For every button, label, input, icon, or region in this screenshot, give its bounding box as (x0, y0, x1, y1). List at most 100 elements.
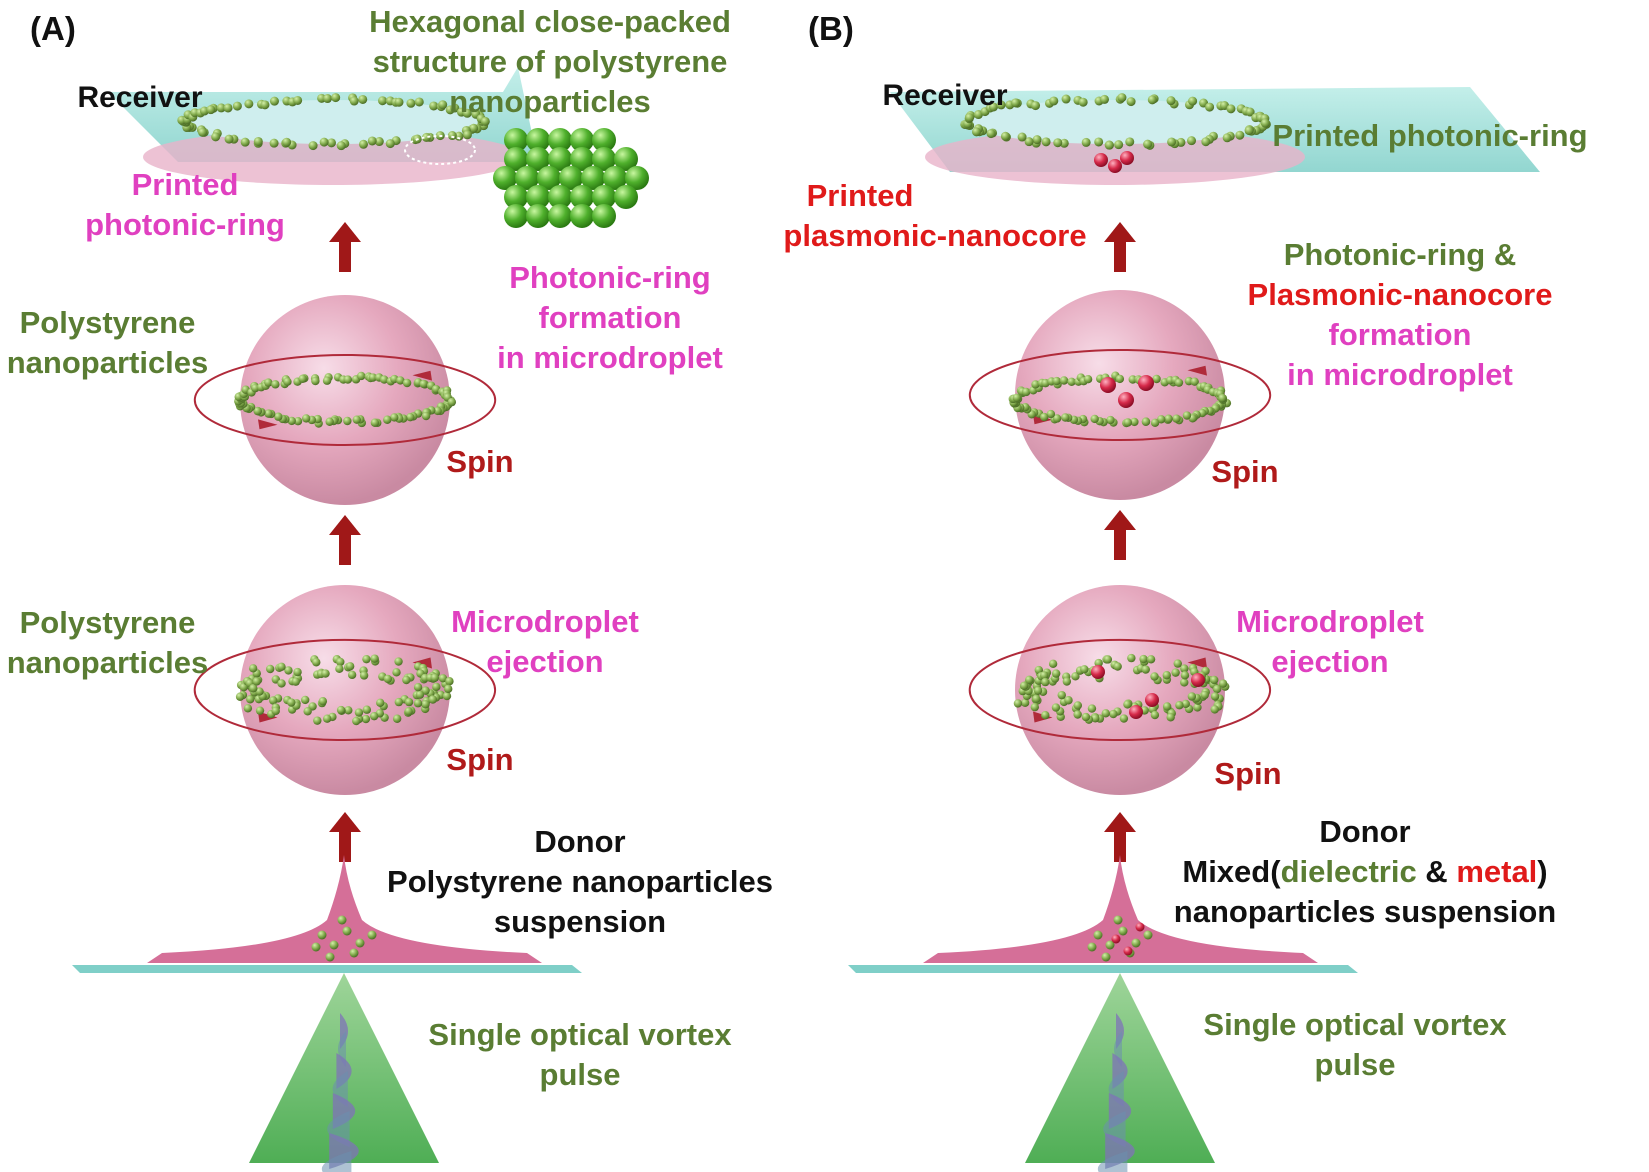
nanoparticle (988, 102, 998, 112)
nanoparticle (1049, 96, 1059, 106)
nanoparticle (1093, 930, 1103, 940)
donor-glass (848, 965, 1358, 973)
nanoparticle (1150, 672, 1159, 681)
flow-arrow-head (329, 515, 361, 535)
form-line-3: formation (1328, 317, 1472, 352)
nanoparticle (361, 714, 371, 724)
panel-b-spin-upper: Spin (1211, 454, 1279, 489)
nanoparticle (1031, 101, 1041, 111)
vortex-line-2: pulse (539, 1057, 621, 1092)
nanoparticle (336, 141, 346, 151)
nanoparticle (1200, 690, 1209, 700)
nanoparticle (374, 137, 384, 147)
spin-orbit-arc (968, 348, 1128, 441)
metal-nanoparticle (1138, 375, 1154, 391)
panel-a-receiver-label: Receiver (77, 81, 203, 114)
panel-a-ejection-label: Microdroplet ejection (440, 602, 650, 682)
nanoparticle (1260, 118, 1270, 128)
nanoparticle (252, 677, 262, 686)
nanoparticle (376, 698, 385, 708)
nanoparticle (1205, 102, 1215, 112)
nanoparticle (1021, 387, 1031, 397)
nanocore-line-1: Printed (806, 178, 914, 213)
nanoparticle (311, 376, 320, 386)
hcp-nanoparticle (592, 128, 616, 152)
mixed-prefix: Mixed( (1182, 854, 1281, 889)
nanoparticle (357, 371, 366, 381)
nanoparticle (274, 412, 283, 421)
nanoparticle (235, 692, 245, 701)
nanoparticle (404, 707, 413, 716)
nanoparticle (331, 93, 341, 103)
ejection-line-2: ejection (486, 644, 604, 679)
nanoparticle (462, 108, 472, 118)
panel-a-donor-label: Donor Polystyrene nanoparticles suspensi… (370, 822, 790, 942)
panel-a-spin-upper: Spin (446, 444, 514, 479)
metal-nanoparticle (1111, 934, 1121, 944)
flow-arrow-shaft (1114, 830, 1126, 862)
metal-nanoparticle (1135, 922, 1145, 932)
spin-orbit-arc (193, 638, 353, 741)
hcp-nanoparticle (570, 128, 594, 152)
nanoparticle (1245, 107, 1255, 117)
panel-b-formation-label: Photonic-ring & Plasmonic-nanocore forma… (1240, 235, 1560, 395)
nanoparticle (1061, 413, 1070, 422)
nanoparticle (336, 657, 345, 667)
nanoparticle (971, 127, 981, 137)
nanoparticle (1012, 393, 1022, 402)
nanoparticle (1118, 926, 1128, 936)
ring-formation-line-3: in microdroplet (497, 340, 723, 375)
nanoparticle (1106, 415, 1115, 425)
nanoparticle (1031, 380, 1040, 389)
nanoparticle (383, 674, 393, 684)
nanoparticle (344, 706, 353, 715)
hcp-nanoparticle (614, 147, 638, 171)
nanoparticle (198, 127, 208, 137)
nanoparticle (271, 380, 280, 389)
nanoparticle (442, 691, 452, 701)
nanoparticle (1019, 681, 1029, 690)
nanoparticle (1080, 665, 1089, 674)
hcp-nanoparticle (570, 147, 594, 171)
panel-a-hcp-label: Hexagonal close-packed structure of poly… (330, 2, 770, 122)
nanoparticle (349, 948, 359, 958)
nanoparticle (385, 139, 395, 149)
hcp-nanoparticle (581, 166, 605, 190)
hcp-nanoparticle (570, 185, 594, 209)
nanoparticle (271, 706, 280, 716)
hcp-nanoparticle (625, 166, 649, 190)
nanoparticle (421, 132, 431, 142)
spin-arrowhead (258, 711, 278, 723)
hcp-nanoparticle (504, 147, 528, 171)
nanoparticle (965, 113, 975, 123)
nanoparticle (392, 668, 401, 677)
nanoparticle (1114, 140, 1124, 150)
hcp-nanoparticle (592, 204, 616, 228)
spin-orbit-arc (1112, 639, 1272, 742)
nanoparticle (1017, 132, 1027, 142)
nanoparticle (1119, 714, 1129, 723)
nanoparticle (1117, 93, 1127, 103)
panel-b (848, 87, 1540, 1172)
nanoparticle (383, 415, 392, 424)
nanoparticle (1041, 137, 1051, 147)
flow-arrow-head (1104, 510, 1136, 530)
nanoparticle (996, 100, 1006, 110)
donor-line-2: Polystyrene nanoparticles (387, 864, 773, 899)
nanoparticle (1032, 694, 1041, 704)
nanoparticle (421, 700, 430, 709)
b-vortex-line-1: Single optical vortex (1203, 1007, 1507, 1042)
nanoparticle (402, 378, 412, 388)
nanoparticle (430, 673, 440, 682)
nanoparticle (1101, 709, 1110, 718)
vortex-line-1: Single optical vortex (428, 1017, 732, 1052)
nanoparticle (1172, 414, 1181, 423)
nanoparticle (335, 664, 344, 674)
metal-nanoparticle (1120, 151, 1134, 165)
ring-formation-line-2: formation (538, 300, 682, 335)
nanoparticle (1141, 665, 1150, 674)
nanoparticle (343, 416, 352, 426)
nanoparticle (1087, 704, 1097, 713)
